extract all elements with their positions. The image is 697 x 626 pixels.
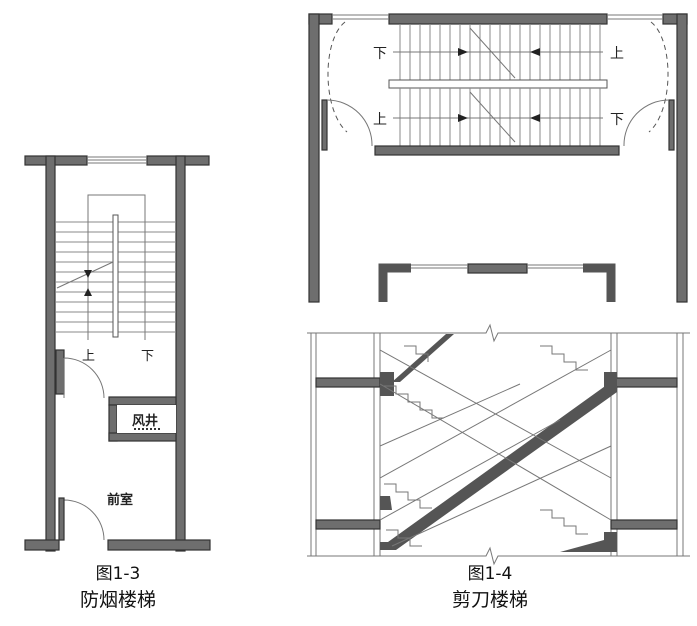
- bottom-wall-right: [107, 539, 211, 551]
- steps-top-left: [404, 345, 429, 362]
- stair-railing: [112, 214, 119, 338]
- lower-wall-middle: [467, 263, 528, 274]
- scissor-diagonals: [379, 349, 612, 547]
- label-down-bottom: 下: [610, 112, 624, 128]
- flight-cut-main: [380, 384, 617, 550]
- landing-block-right-upper: [604, 372, 617, 392]
- smoke-proof-stair-plan: 上 下 风井 前室: [24, 155, 211, 552]
- floor-slab-right-lower: [610, 519, 678, 530]
- direction-lines: [393, 27, 603, 143]
- landing-arc-left: [327, 21, 348, 133]
- right-wall: [676, 13, 688, 303]
- steps-upper-left: [384, 385, 444, 419]
- floor-slab-right-upper: [610, 377, 678, 388]
- flight-cut-top: [380, 334, 454, 382]
- steps-lower-left: [384, 483, 432, 509]
- door-leaf-lower: [58, 497, 65, 541]
- label-down-top: 下: [373, 46, 387, 62]
- label-shaft: 风井: [132, 413, 158, 429]
- shaft-wall-bottom: [108, 432, 177, 442]
- floor-slab-left-lower: [315, 519, 381, 530]
- label-down: 下: [141, 349, 154, 364]
- break-line-top: [307, 323, 690, 343]
- arrow-icon: [458, 48, 540, 122]
- flight-cut-bottom: [560, 540, 604, 552]
- stair-base-wall: [374, 145, 620, 156]
- figure-1-3-title: 防烟楼梯: [79, 589, 156, 611]
- label-up: 上: [82, 349, 95, 364]
- section-frame: [310, 333, 684, 556]
- left-wall: [308, 13, 320, 303]
- top-windows: [332, 14, 663, 20]
- left-wall: [45, 155, 56, 552]
- right-wall: [175, 155, 186, 552]
- figure-1-4-title: 剪刀楼梯: [451, 589, 528, 611]
- landing-arc-right: [648, 21, 669, 133]
- figure-1-3-number: 图1-3: [95, 564, 141, 584]
- landing-block-left: [380, 496, 392, 510]
- label-up-top: 上: [610, 46, 624, 62]
- travel-path: [56, 222, 146, 340]
- floor-slab-left-upper: [315, 377, 381, 388]
- door-swing-lower: [63, 499, 105, 541]
- figure-1-4-number: 图1-4: [467, 564, 513, 584]
- lower-wall-right: [583, 263, 616, 302]
- landing-block-left-upper: [380, 372, 394, 396]
- partition-left: [55, 349, 65, 395]
- bottom-wall-left: [24, 539, 60, 551]
- top-wall-b: [388, 13, 608, 25]
- label-up-bottom: 上: [373, 112, 387, 128]
- door-swing-left: [326, 99, 373, 147]
- door-leaf-right: [668, 99, 675, 151]
- lower-windows: [411, 264, 583, 269]
- arrow-icon: [84, 270, 92, 296]
- steps-upper-right: [540, 345, 588, 371]
- steps-lower-right: [540, 509, 588, 535]
- lower-wall-left: [378, 263, 411, 302]
- scissor-stair-section: [307, 323, 690, 566]
- central-wall: [388, 79, 608, 89]
- steps-bottom-left: [386, 529, 422, 547]
- top-window: [87, 156, 147, 164]
- break-line-bottom: [307, 546, 690, 566]
- door-leaf-left: [321, 99, 328, 151]
- door-swing-upper: [63, 357, 105, 399]
- scissor-stair-plan: 下 上 上 下: [308, 13, 688, 303]
- landing-block-right-lower: [604, 532, 617, 552]
- top-wall-left: [24, 155, 88, 166]
- landing-outline: [87, 194, 146, 222]
- partition-right: [108, 396, 177, 406]
- stair-run-lower: [399, 88, 601, 146]
- label-anteroom: 前室: [107, 492, 133, 508]
- door-swing-right: [623, 99, 670, 147]
